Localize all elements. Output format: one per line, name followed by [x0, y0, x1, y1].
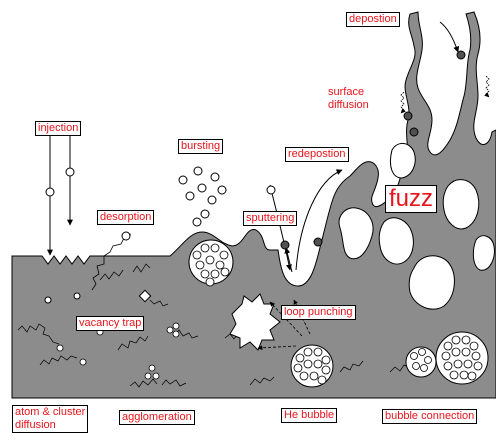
label-redeposition: redepostion — [285, 147, 349, 162]
desorption-particle — [122, 232, 130, 240]
label-atom-cluster-diffusion: atom & cluster diffusion — [12, 405, 88, 433]
diffusing-atom-1 — [404, 112, 412, 120]
diffusing-atom-2 — [410, 128, 418, 136]
surface-diffusion-arrow-2 — [486, 76, 489, 97]
sputtering-path — [286, 248, 292, 272]
label-agglomeration: agglomeration — [119, 410, 195, 425]
label-fuzz: fuzz — [385, 185, 437, 213]
deposition-path — [440, 22, 458, 52]
label-he-bubble: He bubble — [281, 408, 337, 423]
bursting-particles — [179, 167, 226, 226]
deposited-atom — [457, 51, 465, 59]
sputtering-particle — [267, 186, 275, 194]
label-sputtering: sputtering — [243, 211, 297, 226]
label-surface-diffusion: surface diffusion — [326, 86, 371, 112]
surface-atom-1 — [45, 297, 51, 303]
label-bubble-connection: bubble connection — [382, 409, 477, 424]
label-vacancy-trap: vacancy trap — [76, 316, 144, 331]
injection-particle-1 — [46, 188, 54, 196]
surface-atom-2 — [74, 293, 80, 299]
label-bursting: bursting — [178, 139, 223, 154]
fuzz-void-2 — [379, 218, 413, 264]
injection-particle-2 — [66, 168, 74, 176]
label-deposition: depostion — [346, 12, 400, 27]
fuzz-void-3 — [409, 256, 454, 309]
label-loop-punching: loop punching — [281, 305, 356, 320]
label-desorption: desorption — [97, 210, 154, 225]
he-bubble — [291, 345, 333, 387]
label-injection: injection — [35, 121, 81, 136]
surface-diffusion-arrow-1 — [401, 92, 404, 113]
redeposited-atom — [314, 238, 322, 246]
fuzz-void-4 — [443, 180, 479, 229]
sputtered-atom — [281, 241, 289, 249]
